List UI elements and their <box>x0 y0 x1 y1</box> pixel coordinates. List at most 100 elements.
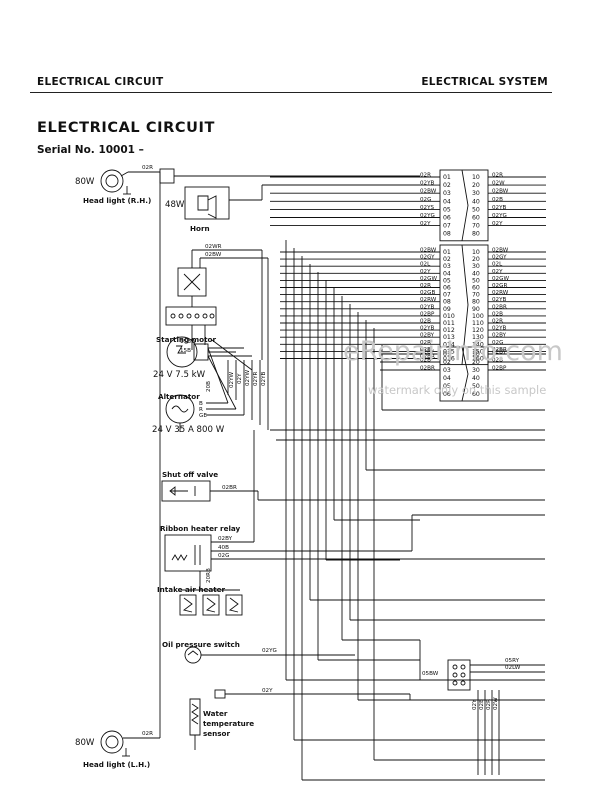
connector-wire-label-right: 02YB <box>492 326 507 332</box>
water-label-1: Water <box>203 709 228 718</box>
connector-wire-label-right: 02BW <box>492 189 509 195</box>
connector-wire-label-left: 02YB <box>420 304 435 310</box>
connector-pin-right: 10 <box>472 351 480 358</box>
connector-wire-label-right: 02BR <box>492 347 507 353</box>
connector-pin-left: 08 <box>443 231 451 238</box>
connector-body <box>439 244 489 366</box>
wire-label-hllh: 02R <box>142 731 153 737</box>
connector-pin-left: 08 <box>443 299 451 306</box>
connector-pin-left: 02 <box>443 359 451 366</box>
ribbon-heater-relay: Ribbon heater relay 02BY 40B 02G 20RB <box>160 524 254 590</box>
wire-label-shut: 02BR <box>222 485 237 491</box>
page-title: ELECTRICAL CIRCUIT <box>37 120 215 136</box>
headlight-rh-watt: 80W <box>75 177 95 187</box>
alternator: Alternator 24 V 35 A 800 W B R GE <box>152 392 244 435</box>
wire-label-sm3: 02Y <box>237 373 243 384</box>
wire-label-rb1: 02BY <box>218 536 233 542</box>
connector-pin-right: 20 <box>472 182 480 189</box>
starting-motor-label: Starting motor <box>156 335 216 344</box>
watermark-logo: eRepairInfo.com <box>343 336 563 367</box>
shut-off-valve-label: Shut off valve <box>162 470 218 479</box>
small-connector: 05RY 02LW 05BW 02Y 02B 02R 02W <box>419 640 545 775</box>
connector-pin-left: 09 <box>443 306 451 313</box>
alternator-rating: 24 V 35 A 800 W <box>152 425 225 435</box>
connector-body <box>439 346 489 402</box>
horn-watt: 48W <box>165 200 185 210</box>
wire-label-sm4: 02YW <box>245 369 251 386</box>
connector-pin-left: 06 <box>443 215 451 222</box>
connector-pin-right: 20 <box>472 359 480 366</box>
connector-wire-label-left: 02B <box>420 347 431 353</box>
connector-wire-label-left: 02BW <box>420 189 437 195</box>
connector-wire-label-right: 02BP <box>492 366 507 372</box>
headlight-rh-label: Head light (R.H.) <box>83 196 151 205</box>
wire-label-wr2: 02BW <box>205 252 222 258</box>
intake-heater-label: Intake air heater <box>157 585 226 594</box>
connector-pin-right: 80 <box>472 231 480 238</box>
connector-wire-label-right: 02R <box>492 319 503 325</box>
connector-pin-right: 50 <box>472 277 480 284</box>
connector-wire-label-right: 02YB <box>492 297 507 303</box>
wire-label-alt1: B <box>199 401 203 407</box>
connector-pin-left: 03 <box>443 263 451 270</box>
connector-wire-label-left: 02BY <box>420 350 435 356</box>
connector-wire-label-left: 02R <box>420 173 431 179</box>
connector-pin-right: 20 <box>472 256 480 263</box>
connector-wire-label-left: 02Y <box>420 221 431 227</box>
connector-pin-right: 30 <box>472 263 480 270</box>
water-label-3: sensor <box>203 729 230 738</box>
connector-wire-label-left: 02YG <box>420 213 435 219</box>
connector-pin-left: 07 <box>443 292 451 299</box>
connector-pin-left: 01 <box>443 351 451 358</box>
wire-label-oil: 02YG <box>262 648 277 654</box>
connector-wire-label-right: 02B <box>492 358 503 364</box>
connector-pin-right: 40 <box>472 270 480 277</box>
bus-wires <box>248 240 545 781</box>
connector-wire-label-right: 02Y <box>492 269 503 275</box>
connector-pin-right: 140 <box>472 341 484 348</box>
connector-divider <box>461 244 469 365</box>
wire-label-small7: 02W <box>493 697 499 710</box>
connector-wire-label-right: 02BR <box>492 304 507 310</box>
connector-pin-right: 60 <box>472 391 480 398</box>
connector-pin-right: 10 <box>472 174 480 181</box>
connector-pin-right: 30 <box>472 367 480 374</box>
header-right: ELECTRICAL SYSTEM <box>421 76 548 88</box>
wire-label-sm1: 20B <box>206 381 212 392</box>
connector-pin-left: 014 <box>443 341 455 348</box>
connector-pin-left: 06 <box>443 285 451 292</box>
connector-pin-left: 01 <box>443 174 451 181</box>
wire-label-small1: 05RY <box>505 658 520 664</box>
connector-divider <box>461 169 469 241</box>
connector-wire-label-left: 02R <box>420 283 431 289</box>
connector-wire-label-right: 02G <box>492 340 503 346</box>
starting-motor: Starting motor 24 V 7.5 kW <box>153 335 252 380</box>
connector-pin-right: 70 <box>472 223 480 230</box>
connector-pin-left: 05 <box>443 277 451 284</box>
connector-pin-right: 30 <box>472 190 480 197</box>
connector-body <box>439 169 489 242</box>
intake-air-heater: Intake air heater <box>157 585 243 616</box>
horn-label: Horn <box>190 224 210 233</box>
connector-wire-label-right: 02BY <box>492 350 507 356</box>
connector-wire-label-left: 02BY <box>420 333 435 339</box>
connector-pin-right: 80 <box>472 299 480 306</box>
connector-pin-left: 012 <box>443 327 455 334</box>
connector-pin-left: 04 <box>443 270 451 277</box>
water-label-2: temperature <box>203 719 254 728</box>
connector-pin-left: 04 <box>443 198 451 205</box>
connector-wire-label-left: 02YS <box>420 205 435 211</box>
connector-wire-label-left: 02BR <box>420 354 435 360</box>
connector-wire-label-left: 02L <box>420 262 431 268</box>
headlight-lh-label: Head light (L.H.) <box>83 760 150 769</box>
connector-pin-left: 05 <box>443 206 451 213</box>
connector-pin-left: 03 <box>443 190 451 197</box>
wire-label-alt3: GE <box>199 413 207 419</box>
connector-wire-label-left: 02YB <box>420 326 435 332</box>
connector-pin-right: 50 <box>472 206 480 213</box>
connector-pin-left: 06 <box>443 391 451 398</box>
connector-pin-right: 70 <box>472 292 480 299</box>
